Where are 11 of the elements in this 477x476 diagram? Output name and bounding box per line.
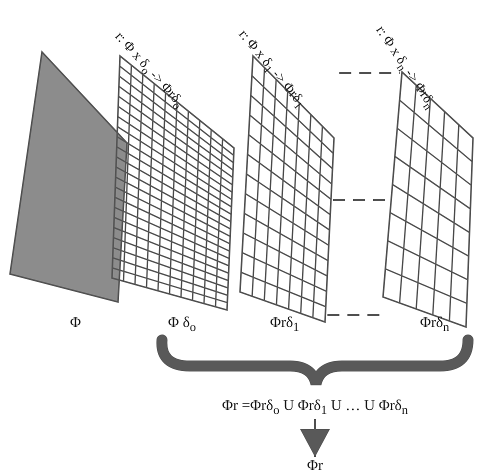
plane-label: Φ [70, 316, 81, 331]
plane-label: Φrδ$_{n}$ [420, 316, 450, 334]
dashed-connector [327, 314, 380, 316]
dashed-connector [339, 72, 400, 74]
union-formula: Φr =Φrδ$_{o}$ U Φrδ$_{1}$ U … U Φrδ$_{n}$ [150, 398, 477, 418]
result-label: Φr [295, 458, 335, 475]
arrow [300, 419, 330, 457]
plane-label: Φrδ$_{1}$ [270, 316, 300, 334]
plane [10, 52, 127, 302]
grid-plane [383, 72, 473, 327]
plane-label: Φ δ$_{o}$ [168, 316, 196, 334]
